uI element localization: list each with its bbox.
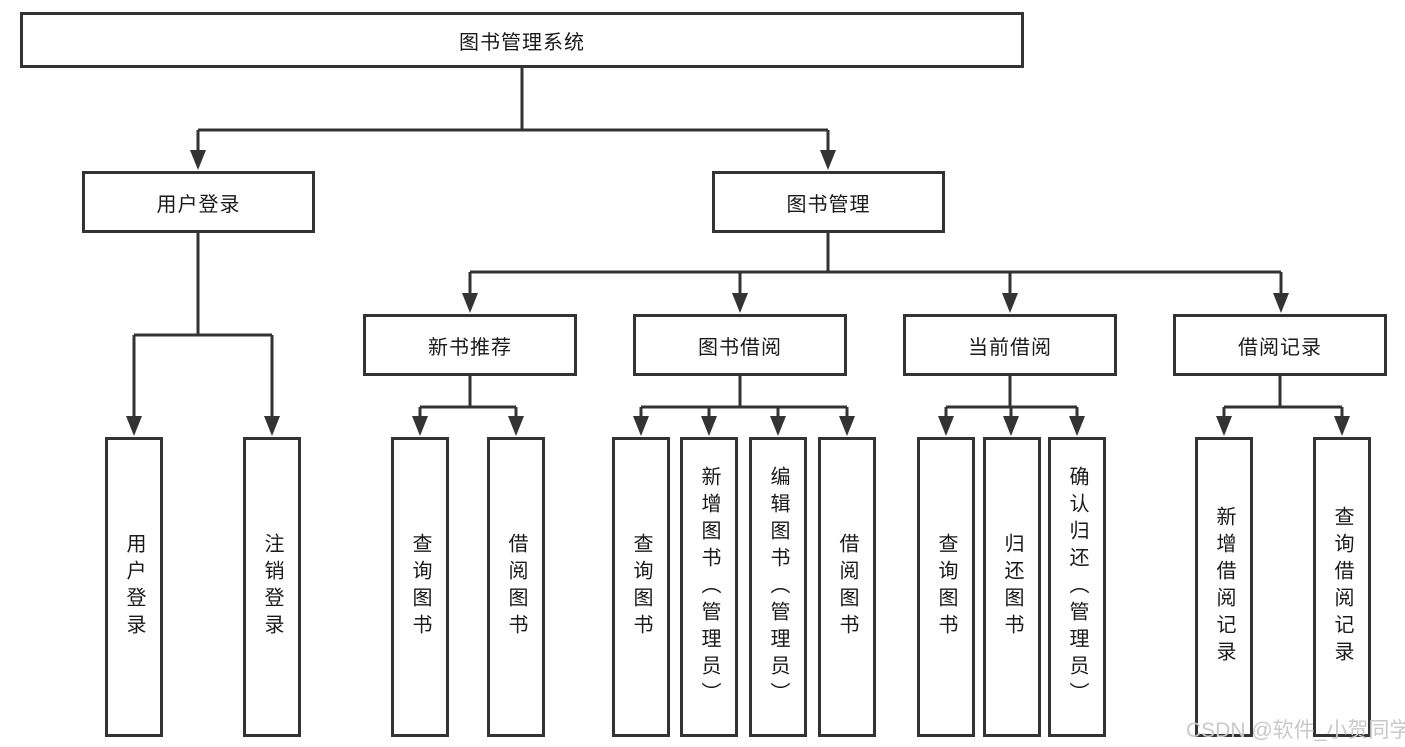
node-current-borrow: 当前借阅 [903,314,1117,376]
node-new-book-recommend: 新书推荐 [363,314,577,376]
leaf-label: 确认归还（管理员） [1066,465,1088,709]
leaf-return-books: 归还图书 [983,437,1041,737]
connector-user-login-children [132,233,274,419]
leaf-confirm-return-admin: 确认归还（管理员） [1048,437,1106,737]
node-borrow-records: 借阅记录 [1173,314,1387,376]
leaf-logout: 注销登录 [243,437,301,737]
leaf-label: 查询图书 [935,533,957,641]
connector-current-borrow-children [944,376,1079,419]
leaf-query-books-borrow: 查询图书 [612,437,670,737]
leaf-query-books-current: 查询图书 [917,437,975,737]
leaf-label: 借阅图书 [836,533,858,641]
arrowheads [126,150,1350,436]
leaf-user-login: 用户登录 [105,437,163,737]
leaf-edit-books-admin: 编辑图书（管理员） [749,437,807,737]
leaf-label: 归还图书 [1001,533,1023,641]
leaf-label: 新增图书（管理员） [698,465,720,709]
node-user-login: 用户登录 [82,171,315,233]
node-book-management: 图书管理 [712,171,945,233]
leaf-query-books-recommend: 查询图书 [391,437,449,737]
leaf-label: 查询图书 [409,533,431,641]
leaf-label: 借阅图书 [505,533,527,641]
leaf-label: 注销登录 [261,533,283,641]
csdn-watermark: CSDN @软件_小贺同学 [1186,719,1405,742]
connector-root-to-branches [196,68,830,153]
leaf-query-borrow-record: 查询借阅记录 [1313,437,1371,737]
node-book-borrow: 图书借阅 [633,314,847,376]
leaf-borrow-books-recommend: 借阅图书 [487,437,545,737]
leaf-label: 编辑图书（管理员） [767,465,789,709]
leaf-add-books-admin: 新增图书（管理员） [680,437,738,737]
connector-book-borrow-children [639,376,849,419]
leaf-borrow-books: 借阅图书 [818,437,876,737]
leaf-label: 新增借阅记录 [1213,506,1235,668]
connector-borrow-records-children [1222,376,1344,419]
connector-lines [132,68,1344,419]
leaf-label: 用户登录 [123,533,145,641]
leaf-label: 查询图书 [630,533,652,641]
leaf-label: 查询借阅记录 [1331,506,1353,668]
connector-book-mgmt-children [468,233,1283,297]
node-root-system: 图书管理系统 [20,12,1024,68]
leaf-add-borrow-record: 新增借阅记录 [1195,437,1253,737]
connector-new-books-children [418,376,518,419]
